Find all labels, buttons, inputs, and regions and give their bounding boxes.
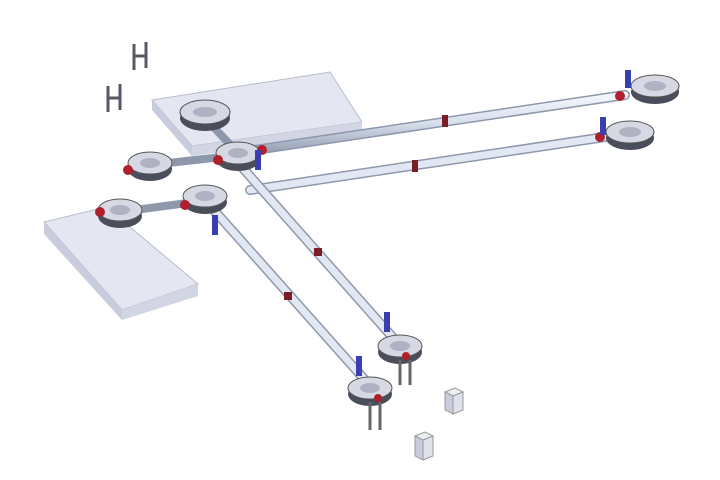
valves	[95, 70, 631, 402]
chamber	[179, 99, 231, 131]
bracket	[106, 42, 148, 112]
chamber	[182, 184, 228, 214]
small-box	[413, 431, 435, 461]
pipe-couplings	[284, 115, 448, 300]
chamber	[215, 141, 261, 171]
chamber	[605, 120, 655, 150]
platform-block-lower	[43, 206, 200, 320]
chamber	[347, 376, 393, 406]
chamber	[127, 151, 173, 181]
small-box	[443, 387, 465, 415]
chamber	[97, 198, 143, 228]
chamber-legs	[368, 360, 412, 430]
chamber	[377, 334, 423, 364]
chamber	[630, 74, 680, 104]
chambers	[97, 74, 680, 406]
